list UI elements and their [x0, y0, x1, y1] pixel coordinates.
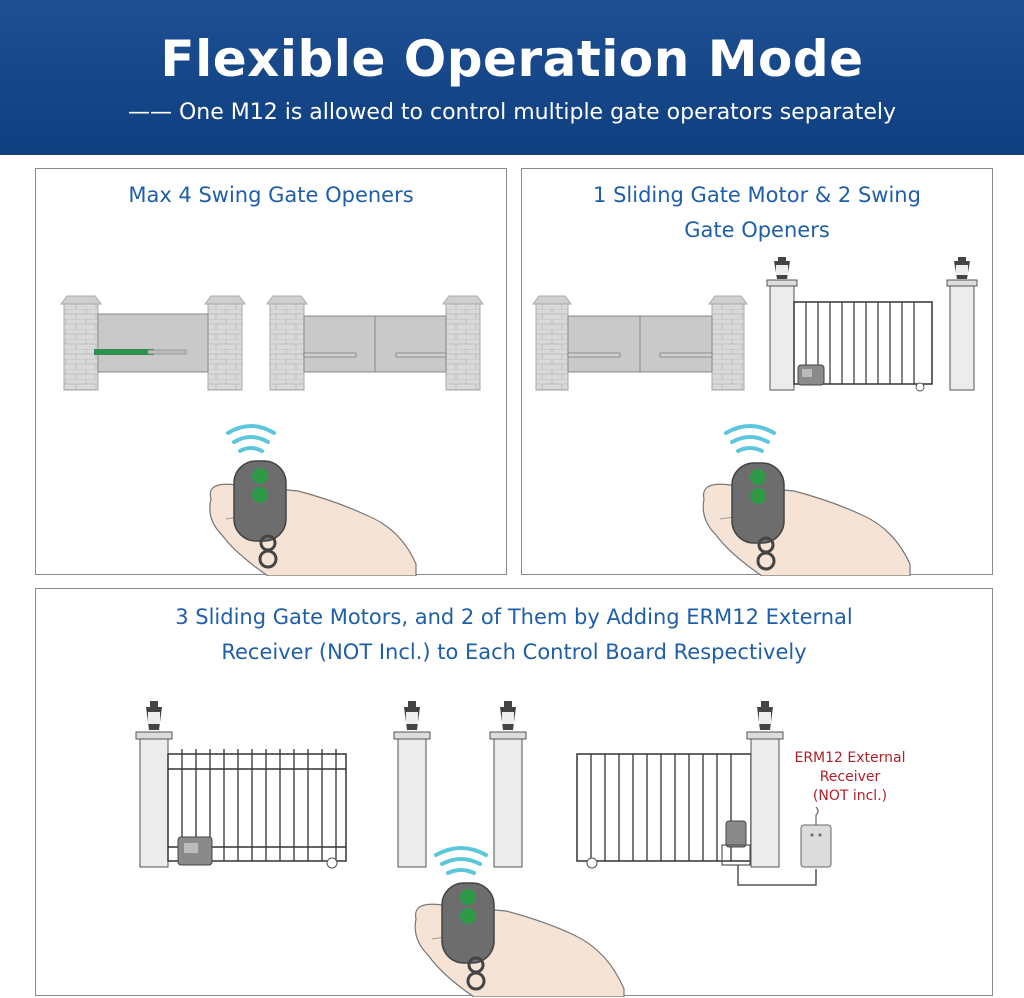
remote-control-icon	[731, 462, 785, 571]
sliding-gate-right	[576, 701, 832, 886]
receiver-label-line-1: ERM12 External	[794, 750, 906, 766]
receiver-box-icon	[800, 806, 832, 868]
sliding-gates-illustration	[135, 701, 832, 997]
gate-motor-icon	[177, 836, 213, 866]
page-title: Flexible Operation Mode	[160, 30, 864, 88]
wireless-signal-icon	[724, 424, 776, 453]
lamp-icon	[500, 701, 516, 730]
receiver-label: ERM12 External Receiver (NOT incl.)	[790, 749, 910, 806]
lamp-icon	[146, 701, 162, 730]
page-subtitle: —— One M12 is allowed to control multipl…	[127, 100, 897, 125]
double-swing-gate	[532, 295, 748, 391]
gate-motor-icon	[797, 364, 825, 386]
receiver-label-line-3: (NOT incl.)	[812, 788, 888, 804]
panel-title-line-1: 1 Sliding Gate Motor & 2 Swing	[593, 183, 921, 207]
remote-control-icon	[233, 460, 287, 569]
panel-title-line-2: Receiver (NOT Incl.) to Each Control Boa…	[221, 640, 807, 664]
lamp-icon	[757, 701, 773, 730]
panel-title-line-1: 3 Sliding Gate Motors, and 2 of Them by …	[175, 605, 853, 629]
gate-motor-icon	[94, 349, 154, 355]
mixed-gates-illustration	[532, 257, 978, 576]
middle-pillars	[393, 701, 527, 868]
gate-motor-icon	[721, 820, 751, 866]
header-banner: Flexible Operation Mode —— One M12 is al…	[0, 0, 1024, 155]
panel-title: Max 4 Swing Gate Openers	[128, 183, 414, 207]
lamp-icon	[954, 257, 970, 279]
lamp-icon	[404, 701, 420, 730]
single-swing-gate	[60, 295, 246, 391]
sliding-gate	[766, 257, 978, 392]
wireless-signal-icon	[226, 424, 276, 453]
panel-sliding-gates: 3 Sliding Gate Motors, and 2 of Them by …	[35, 588, 993, 997]
receiver-label-line-2: Receiver	[819, 769, 881, 785]
swing-gates-illustration	[60, 295, 484, 576]
lamp-icon	[774, 257, 790, 279]
double-swing-gate	[266, 295, 484, 391]
panel-swing-gates: Max 4 Swing Gate Openers	[35, 168, 507, 576]
sliding-gate-left	[135, 701, 347, 869]
remote-control-icon	[441, 882, 495, 991]
panel-title-line-2: Gate Openers	[684, 218, 830, 242]
wireless-signal-icon	[434, 846, 488, 875]
panel-mixed-gates: 1 Sliding Gate Motor & 2 Swing Gate Open…	[521, 168, 993, 576]
